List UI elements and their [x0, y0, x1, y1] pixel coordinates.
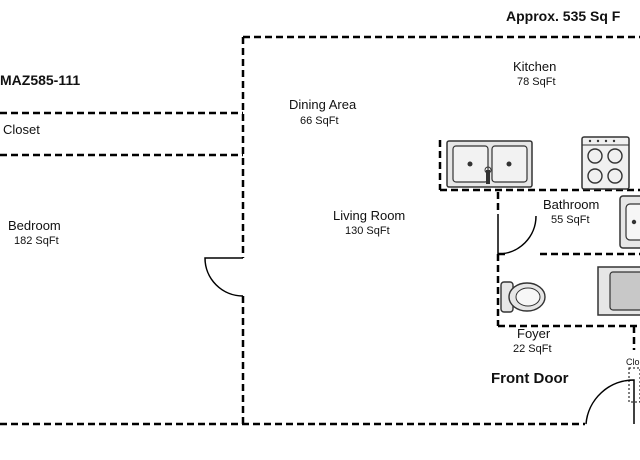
doors	[204, 214, 635, 425]
kitchen-sink-icon	[446, 140, 533, 188]
bath-door-swing	[497, 214, 537, 255]
unit-code-label: MAZ585-111	[0, 72, 81, 88]
kitchen-name: Kitchen	[513, 59, 557, 74]
bedroom-name: Bedroom	[8, 218, 61, 233]
bathroom-area: 55 SqFt	[551, 214, 590, 226]
bathtub-icon	[597, 266, 640, 316]
living-room-area: 130 SqFt	[345, 225, 390, 237]
front-door-swing	[585, 379, 635, 425]
toilet-icon	[500, 281, 546, 313]
walls	[0, 35, 640, 426]
closet-name: Closet	[3, 122, 40, 137]
bedroom-area: 182 SqFt	[14, 235, 59, 247]
bedroom-door-swing	[204, 257, 244, 297]
small-closet-name: Clo	[626, 357, 640, 367]
approx-area-label: Approx. 535 Sq F	[506, 8, 621, 24]
dining-area: 66 SqFt	[300, 115, 339, 127]
bathroom-name: Bathroom	[543, 197, 600, 212]
bathroom-sink-icon	[619, 195, 640, 249]
stove-icon	[581, 136, 630, 190]
dining-name: Dining Area	[289, 97, 357, 112]
front-door-label: Front Door	[491, 370, 569, 387]
living-room-name: Living Room	[333, 208, 406, 223]
foyer-name: Foyer	[517, 326, 551, 341]
kitchen-area: 78 SqFt	[517, 76, 556, 88]
small-closet-outline	[628, 367, 640, 403]
foyer-area: 22 SqFt	[513, 343, 552, 355]
